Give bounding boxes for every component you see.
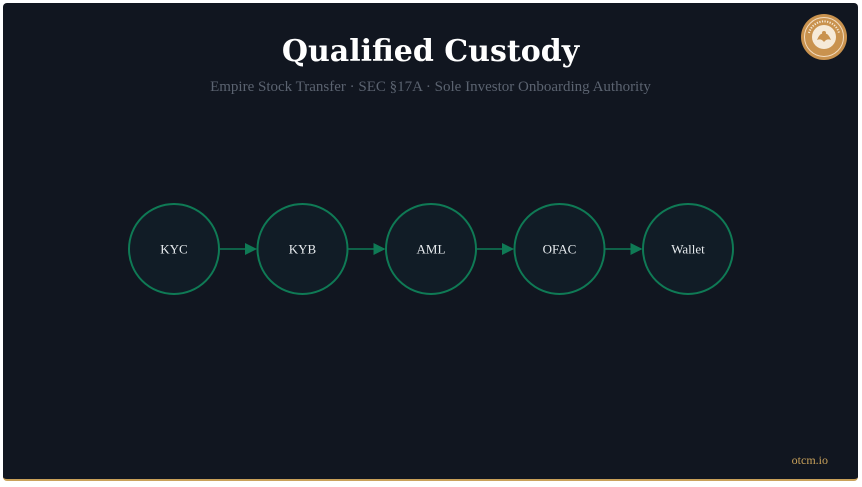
seal-logo-icon [801,14,847,60]
flow-step-label: KYB [289,242,317,257]
flow-step-kyb: KYB [256,203,349,295]
footer-domain: otcm.io [791,453,828,467]
flow-step-ofac: OFAC [513,203,606,295]
flow-step-wallet: Wallet [642,203,734,295]
flow-step-circle [128,203,220,295]
page-title: Qualified Custody [281,34,580,69]
flow-step-kyc: KYC [128,203,220,295]
flow-step-label: AML [417,242,446,257]
flow-step-label: Wallet [671,242,705,257]
flow-step-circle [642,203,734,295]
page-subtitle: Empire Stock Transfer · SEC §17A · Sole … [210,79,651,95]
process-flow-diagram: KYC KYB AML OFAC Wallet [128,203,734,295]
flow-step-label: OFAC [543,242,577,257]
flow-step-circle [385,203,477,295]
flow-step-aml: AML [385,203,477,295]
slide: Qualified Custody Empire Stock Transfer … [3,3,858,481]
flow-step-circle [513,203,606,295]
flow-step-circle [256,203,349,295]
flow-step-label: KYC [160,242,187,257]
